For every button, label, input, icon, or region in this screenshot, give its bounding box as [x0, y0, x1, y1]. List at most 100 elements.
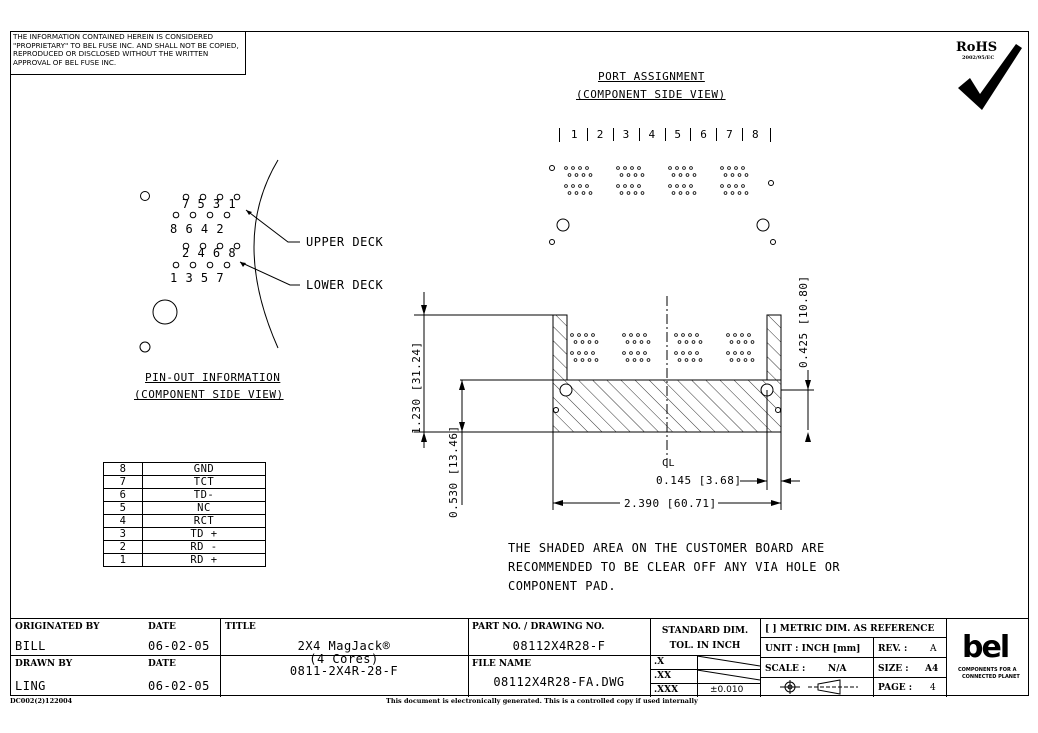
note-line-2: RECOMMENDED TO BE CLEAR OFF ANY VIA HOLE… — [508, 560, 841, 574]
pinout-dots — [172, 193, 241, 269]
pin-hole — [585, 166, 589, 170]
post-hole-left — [556, 218, 570, 232]
size-value: A4 — [925, 664, 939, 674]
metric-label: [ ] METRIC DIM. AS REFERENCE — [765, 624, 935, 634]
right-wall — [766, 314, 782, 381]
dim-offset: 0.145 [3.68] — [656, 474, 742, 487]
page-value: 4 — [930, 683, 936, 693]
pin-hole — [637, 166, 641, 170]
checkmark-icon — [958, 44, 1022, 110]
note-line-1: THE SHADED AREA ON THE CUSTOMER BOARD AR… — [508, 541, 825, 555]
pin-hole — [723, 173, 728, 177]
pin-hole — [630, 166, 634, 170]
pin-hole — [570, 333, 574, 337]
pin-hole — [591, 333, 595, 337]
tol-xxx-value: ±0.010 — [710, 685, 744, 695]
pin-hole — [681, 351, 685, 355]
drawing-frame — [10, 31, 1029, 696]
small-hole-left — [549, 239, 555, 245]
pin-hole — [674, 333, 678, 337]
pin-hole — [691, 340, 696, 344]
pin-signal: TD- — [142, 488, 266, 502]
pin-hole — [740, 351, 744, 355]
unit-label: UNIT : INCH [mm] — [765, 644, 861, 654]
proprietary-notice: THE INFORMATION CONTAINED HEREIN IS CONS… — [10, 31, 246, 75]
lower-odd-pins: 1 3 5 7 — [170, 271, 225, 285]
pin-hole — [695, 351, 699, 355]
pin-hole — [692, 173, 697, 177]
post-hole-right — [756, 218, 770, 232]
pinout-pin — [216, 193, 224, 201]
pin-hole — [588, 173, 593, 177]
pin-hole — [729, 340, 734, 344]
pin-hole — [636, 351, 640, 355]
lower-leader — [239, 261, 300, 286]
pin-hole — [720, 166, 724, 170]
pin-hole — [750, 358, 755, 362]
port-number: 2 — [586, 128, 613, 141]
pin-number: 8 — [103, 462, 143, 476]
pin-number: 4 — [103, 514, 143, 528]
pin-hole — [633, 191, 638, 195]
port-assignment-subtitle: (COMPONENT SIDE VIEW) — [576, 88, 726, 101]
dim-height-lower: 0.530 [13.46] — [447, 425, 460, 518]
pin-hole — [726, 333, 730, 337]
pin-hole — [567, 173, 572, 177]
pin-hole — [733, 333, 737, 337]
port-number: 8 — [742, 128, 768, 141]
pin-number: 1 — [103, 553, 143, 567]
drawn-date-label: DATE — [148, 659, 176, 669]
pin-hole — [574, 173, 579, 177]
pin-hole — [626, 173, 631, 177]
drawn-date: 06-02-05 — [148, 679, 210, 693]
file-name: 08112X4R28-FA.DWG — [493, 675, 625, 689]
pin-hole — [585, 184, 589, 188]
pin-hole — [564, 184, 568, 188]
mount-hole-right — [768, 180, 774, 186]
pin-hole — [723, 191, 728, 195]
pin-hole — [578, 184, 582, 188]
pin-hole — [581, 191, 586, 195]
pin-number: 7 — [103, 475, 143, 489]
title-line-3: 0811-2X4R-28-F — [289, 664, 399, 678]
pin-hole — [741, 166, 745, 170]
port-number: 5 — [664, 128, 691, 141]
pin-hole — [623, 184, 627, 188]
centerline-label: CL — [662, 458, 676, 469]
pin-hole — [750, 340, 755, 344]
pin-hole — [675, 184, 679, 188]
pin-hole — [671, 173, 676, 177]
lower-deck-label: LOWER DECK — [306, 278, 384, 292]
pin-hole — [594, 340, 599, 344]
pin-hole — [689, 166, 693, 170]
pinout-pin — [189, 261, 197, 269]
pin-hole — [584, 351, 588, 355]
pin-hole — [685, 191, 690, 195]
pinout-pin — [233, 193, 241, 201]
pinout-pin — [199, 242, 207, 250]
pin-hole — [570, 351, 574, 355]
pin-hole — [737, 173, 742, 177]
pin-hole — [689, 184, 693, 188]
pin-hole — [743, 340, 748, 344]
pin-hole — [587, 340, 592, 344]
upper-even-pins: 8 6 4 2 — [170, 222, 225, 236]
pin-hole — [734, 184, 738, 188]
pinout-pin — [223, 211, 231, 219]
port-number: 6 — [690, 128, 716, 141]
pin-hole — [629, 351, 633, 355]
lower-even-pins: 2 4 6 8 — [182, 246, 237, 260]
bel-tagline-1: COMPONENTS FOR A — [958, 667, 1017, 673]
pin-hole — [573, 340, 578, 344]
footer-code: DC002(2)122004 — [10, 697, 73, 705]
pin-hole — [733, 351, 737, 355]
pin-signal: RD - — [142, 540, 266, 554]
pin-number: 3 — [103, 527, 143, 541]
pin-hole — [578, 166, 582, 170]
pin-hole — [743, 358, 748, 362]
pin-hole — [616, 166, 620, 170]
pin-hole — [698, 340, 703, 344]
